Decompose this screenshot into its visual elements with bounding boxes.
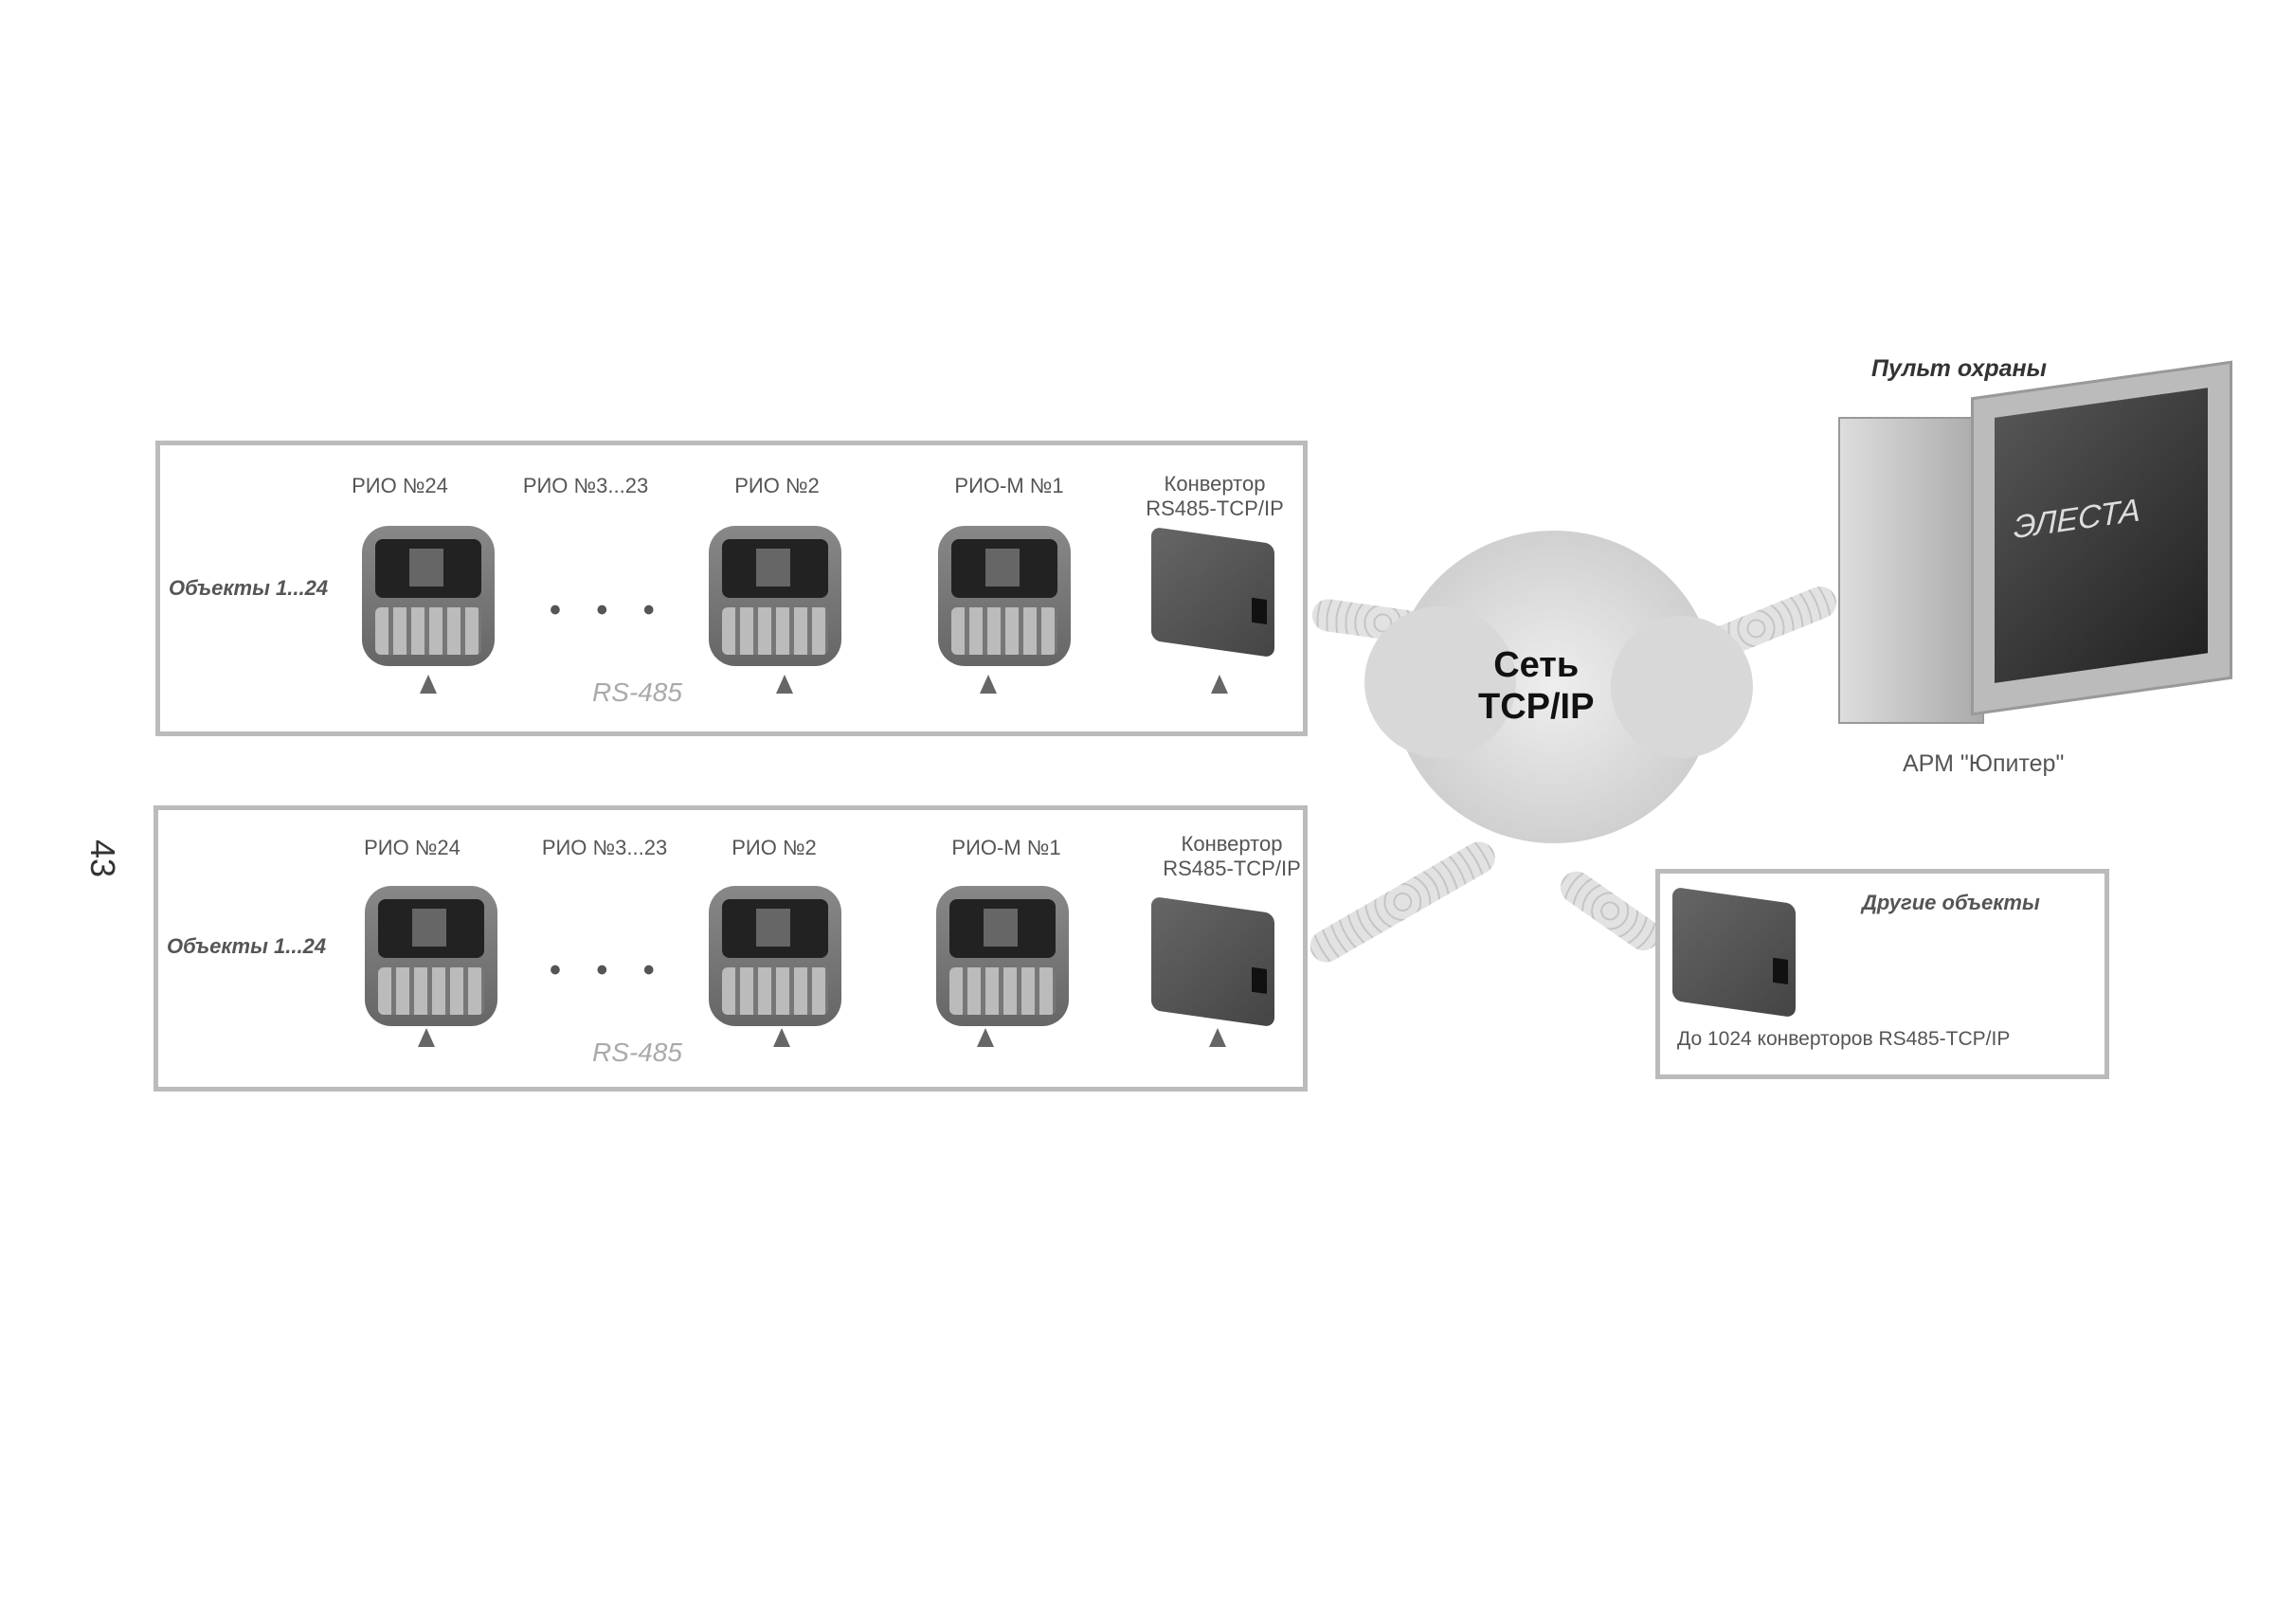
arrow-icon [773, 1028, 790, 1047]
device-label: РИО №2 [732, 836, 817, 859]
network-cloud-puff [1364, 606, 1516, 758]
converter-label-line: Конвертор [1164, 472, 1266, 496]
device-label: РИО №3...23 [522, 474, 649, 497]
device-label: РИО №24 [364, 836, 461, 859]
console-title: Пульт охраны [1871, 355, 2048, 382]
rio-device-icon [365, 886, 497, 1026]
link-group2-network [1304, 836, 1502, 968]
rio-device-icon [709, 526, 841, 666]
device-label: РИО-М №1 [951, 836, 1061, 859]
ellipsis: • • • [550, 952, 668, 988]
link-network-other [1554, 865, 1667, 957]
console-caption: АРМ "Юпитер" [1903, 750, 2065, 777]
objects-label: Объекты 1...24 [167, 934, 327, 958]
arrow-icon [418, 1028, 435, 1047]
rio-device-icon [709, 886, 841, 1026]
arrow-icon [977, 1028, 994, 1047]
device-label: РИО №2 [734, 474, 820, 497]
converter-label-line: Конвертор [1181, 832, 1283, 856]
arrow-icon [1209, 1028, 1226, 1047]
arrow-icon [776, 675, 793, 694]
converter-icon [1151, 895, 1274, 1028]
network-label-line: TCP/IP [1478, 687, 1595, 727]
objects-label: Объекты 1...24 [169, 576, 329, 600]
rio-device-icon [938, 526, 1071, 666]
monitor-screen: ЭЛЕСТА [1995, 388, 2208, 683]
arrow-icon [420, 675, 437, 694]
network-cloud-puff [1611, 616, 1753, 758]
device-label: РИО-М №1 [954, 474, 1064, 497]
arrow-icon [980, 675, 997, 694]
converter-label-line: RS485-TCP/IP [1163, 857, 1301, 880]
arrow-icon [1211, 675, 1228, 694]
rs485-label: RS-485 [592, 677, 682, 707]
rs485-label: RS-485 [592, 1038, 682, 1067]
ellipsis: • • • [550, 592, 668, 628]
converter-icon [1672, 886, 1796, 1019]
rio-device-icon [362, 526, 495, 666]
page-number: 43 [83, 839, 123, 878]
other-objects-title: Другие объекты [1862, 891, 2040, 914]
monitor-icon: ЭЛЕСТА [1971, 360, 2232, 716]
network-label-line: Сеть [1493, 645, 1580, 685]
other-objects-caption: До 1024 конверторов RS485-TCP/IP [1677, 1028, 2011, 1050]
converter-label-line: RS485-TCP/IP [1146, 496, 1284, 520]
converter-icon [1151, 526, 1274, 659]
device-label: РИО №3...23 [541, 836, 668, 859]
pc-tower-icon [1838, 417, 1984, 724]
console-logo: ЭЛЕСТА [2014, 492, 2140, 547]
rio-device-icon [936, 886, 1069, 1026]
device-label: РИО №24 [352, 474, 448, 497]
